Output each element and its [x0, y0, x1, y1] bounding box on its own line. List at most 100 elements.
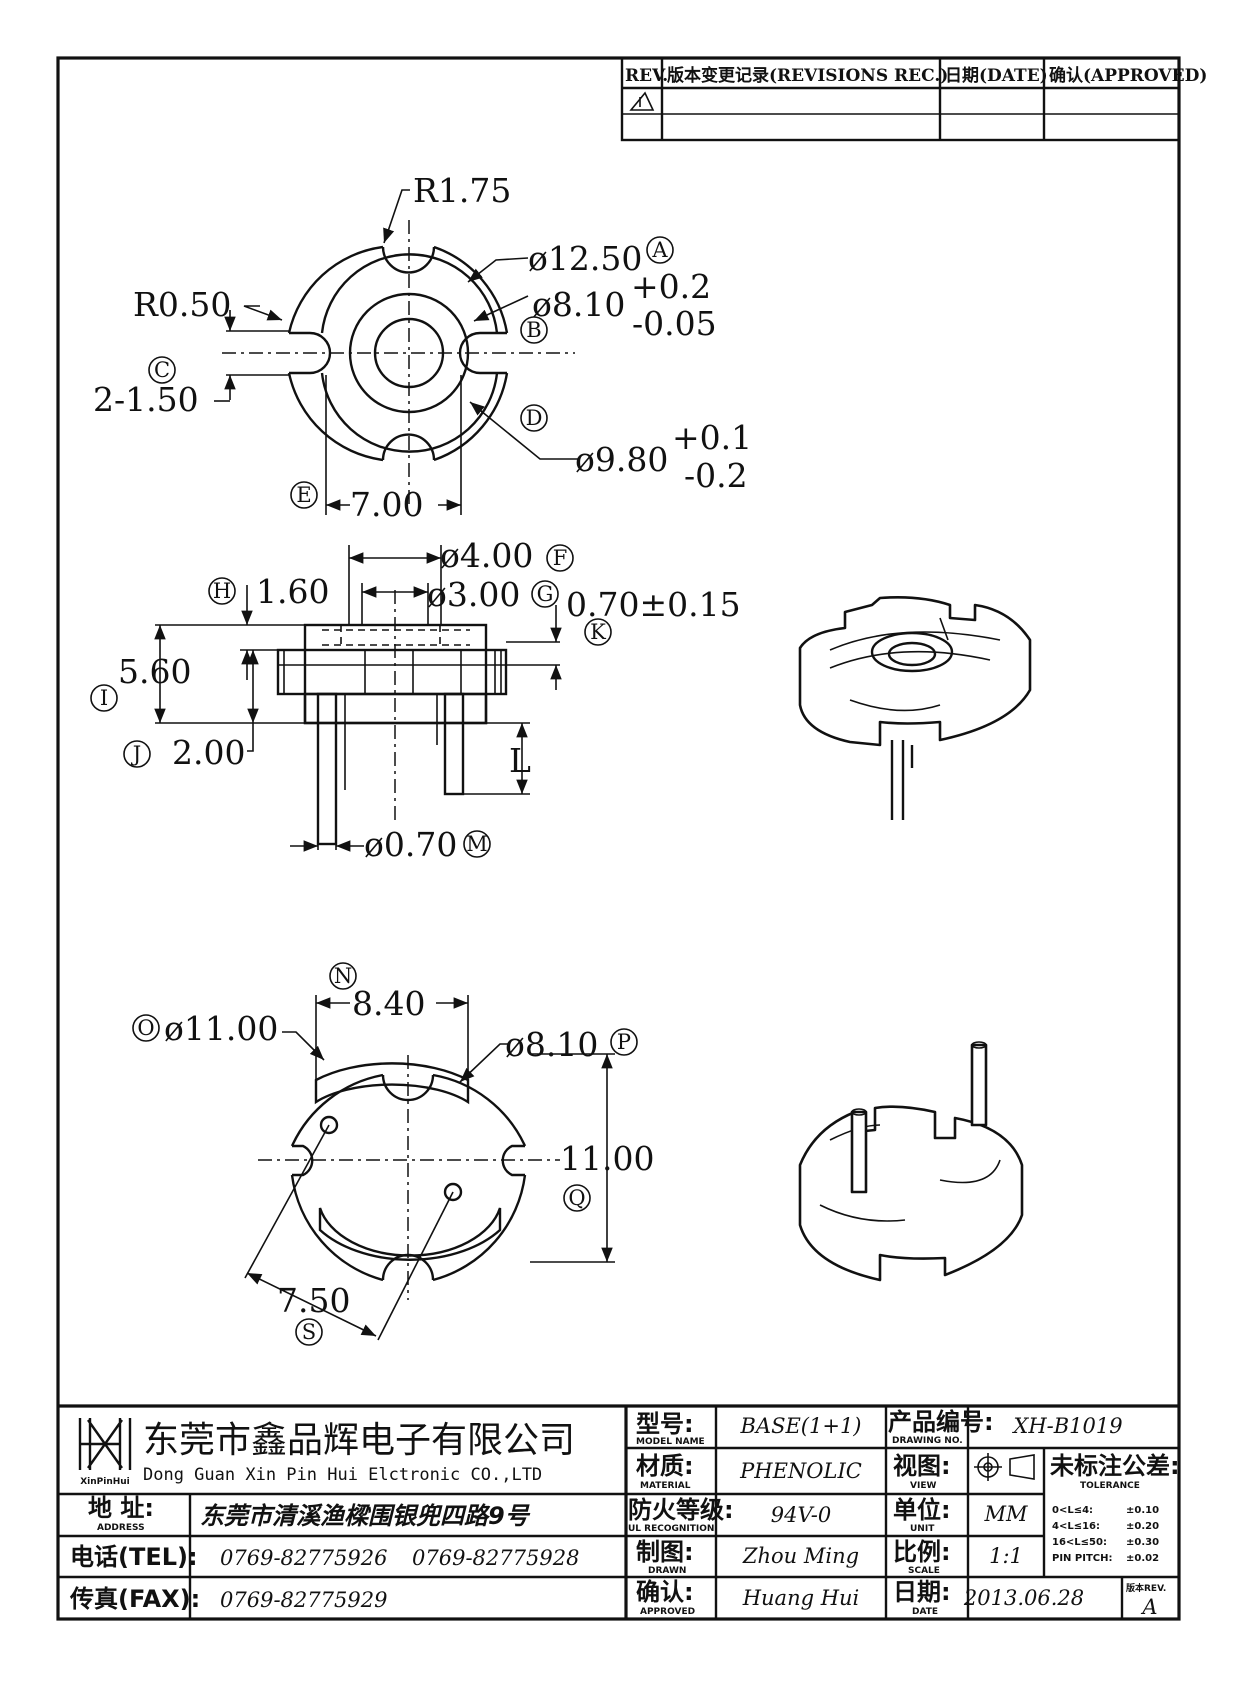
revision-approved-header: 确认(APPROVED) [1049, 65, 1207, 86]
dim-dia-outer: ø12.50 [528, 239, 642, 278]
side-view: ø4.00 F ø3.00 G H 1.60 0.70±0.15 K 5.60 … [90, 536, 741, 864]
rev-label: 版本REV. [1125, 1582, 1166, 1594]
flame-label-en: UL RECOGNITION [628, 1524, 714, 1534]
ref-j: J [131, 742, 141, 766]
iso-view-bottom [798, 1041, 1024, 1282]
ref-d: D [526, 406, 543, 430]
top-view: R1.75 ø12.50 A ø8.10 +0.2 -0.05 B R0.50 … [93, 171, 752, 524]
date-label: 日期: [893, 1578, 951, 1606]
tol-mid-plus: +0.1 [672, 418, 752, 457]
dim-dia-o: ø11.00 [164, 1009, 278, 1048]
ref-c: C [154, 358, 170, 382]
material-value: PHENOLIC [739, 1459, 862, 1483]
dim-i: 5.60 [118, 652, 191, 691]
revision-triangle-icon [629, 91, 655, 111]
dim-width-e: 7.00 [350, 485, 423, 524]
drawing-no-label-en: DRAWING NO. [892, 1436, 963, 1446]
dim-n: 8.40 [352, 984, 425, 1023]
third-angle-projection-icon [974, 1453, 1035, 1481]
dim-dia-inner: ø8.10 [532, 285, 625, 324]
drawing-no-label: 产品编号: [888, 1408, 994, 1436]
rev-header: REV. [625, 66, 668, 86]
ref-p: P [617, 1030, 631, 1054]
drawing-no-value: XH-B1019 [1011, 1414, 1122, 1438]
revision-date-header: 日期(DATE) [945, 66, 1048, 86]
tol-inner-plus: +0.2 [631, 267, 711, 306]
dim-dia-mid: ø9.80 [575, 440, 668, 479]
tolerance-value-4: ±0.02 [1126, 1553, 1159, 1564]
tolerance-value-1: ±0.10 [1126, 1505, 1159, 1516]
model-value: BASE(1+1) [739, 1414, 861, 1438]
iso-view-top [798, 596, 1032, 820]
dim-dia-g: ø3.00 [427, 575, 520, 614]
company-logo: XinPinHui [78, 1418, 132, 1487]
tolerance-range-2: 4<L≤16: [1052, 1521, 1100, 1532]
date-label-en: DATE [912, 1607, 938, 1617]
ref-b: B [526, 318, 541, 342]
dim-k: 0.70±0.15 [566, 585, 741, 624]
ref-q: Q [568, 1186, 585, 1210]
dim-l: L [509, 741, 531, 780]
revision-table: REV. 版本变更记录(REVISIONS REC.) 日期(DATE) 确认(… [620, 56, 1207, 142]
tol-mid-minus: -0.2 [684, 456, 748, 495]
dim-h: 1.60 [256, 572, 329, 611]
address-label-en: ADDRESS [97, 1523, 145, 1533]
drawing-border [56, 56, 1181, 1621]
tolerance-value-2: ±0.20 [1126, 1521, 1159, 1532]
unit-label-en: UNIT [910, 1524, 935, 1534]
address-label: 地 址: [88, 1494, 154, 1522]
tel-2: 0769-82775928 [412, 1546, 579, 1570]
dim-dia-p: ø8.10 [505, 1025, 598, 1064]
unit-value: MM [983, 1502, 1028, 1526]
revision-record-header: 版本变更记录(REVISIONS REC.) [667, 65, 948, 86]
unit-label: 单位: [893, 1496, 951, 1524]
title-block: XinPinHui 东莞市鑫品辉电子有限公司 Dong Guan Xin Pin… [58, 1404, 1180, 1619]
tolerance-label-en: TOLERANCE [1080, 1481, 1140, 1491]
dim-r-corner: R0.50 [133, 285, 231, 324]
view-label-en: VIEW [910, 1481, 936, 1491]
approved-label-en: APPROVED [640, 1607, 695, 1617]
rev-value: A [1140, 1595, 1157, 1619]
ref-m: M [466, 832, 488, 856]
date-value: 2013.06.28 [963, 1586, 1084, 1610]
flame-value: 94V-0 [771, 1503, 831, 1527]
tolerance-label: 未标注公差: [1050, 1452, 1180, 1480]
fax-value: 0769-82775929 [220, 1588, 387, 1612]
bottom-view: N 8.40 O ø11.00 ø8.10 P 11.00 Q 7.50 S [132, 962, 654, 1346]
tel-label: 电话(TEL): [70, 1543, 198, 1571]
dim-slot-width: 2-1.50 [93, 380, 199, 419]
ref-o: O [137, 1016, 154, 1040]
tolerance-range-3: 16<L≤50: [1052, 1537, 1107, 1548]
approved-value: Huang Hui [742, 1586, 860, 1610]
dim-dia-f: ø4.00 [440, 536, 533, 575]
scale-label-en: SCALE [908, 1566, 940, 1576]
model-label: 型号: [636, 1410, 694, 1438]
ref-a: A [651, 238, 668, 262]
material-label: 材质: [636, 1452, 694, 1480]
ref-s: S [302, 1320, 316, 1344]
drawn-label-en: DRAWN [648, 1566, 686, 1576]
ref-i: I [100, 686, 108, 710]
dim-q: 11.00 [560, 1139, 654, 1178]
ref-h: H [213, 579, 231, 603]
drawn-value: Zhou Ming [742, 1544, 859, 1568]
dim-s: 7.50 [277, 1281, 350, 1320]
tolerance-range-1: 0<L≤4: [1052, 1505, 1093, 1516]
fax-label: 传真(FAX): [69, 1585, 200, 1613]
scale-label: 比例: [893, 1538, 951, 1566]
ref-g: G [537, 582, 554, 606]
tol-inner-minus: -0.05 [632, 304, 717, 343]
dim-r-slot: R1.75 [413, 171, 511, 210]
scale-value: 1:1 [989, 1544, 1023, 1568]
svg-text:XinPinHui: XinPinHui [80, 1477, 130, 1487]
ref-k: K [590, 620, 606, 644]
company-name-en: Dong Guan Xin Pin Hui Elctronic CO.,LTD [143, 1465, 542, 1485]
approved-label: 确认: [636, 1578, 694, 1606]
ref-e: E [296, 483, 311, 507]
ref-n: N [334, 964, 352, 988]
model-label-en: MODEL NAME [636, 1437, 705, 1447]
company-name-cn: 东莞市鑫品辉电子有限公司 [143, 1420, 575, 1461]
tolerance-value-3: ±0.30 [1126, 1537, 1159, 1548]
material-label-en: MATERIAL [640, 1481, 691, 1491]
tel-1: 0769-82775926 [220, 1546, 387, 1570]
